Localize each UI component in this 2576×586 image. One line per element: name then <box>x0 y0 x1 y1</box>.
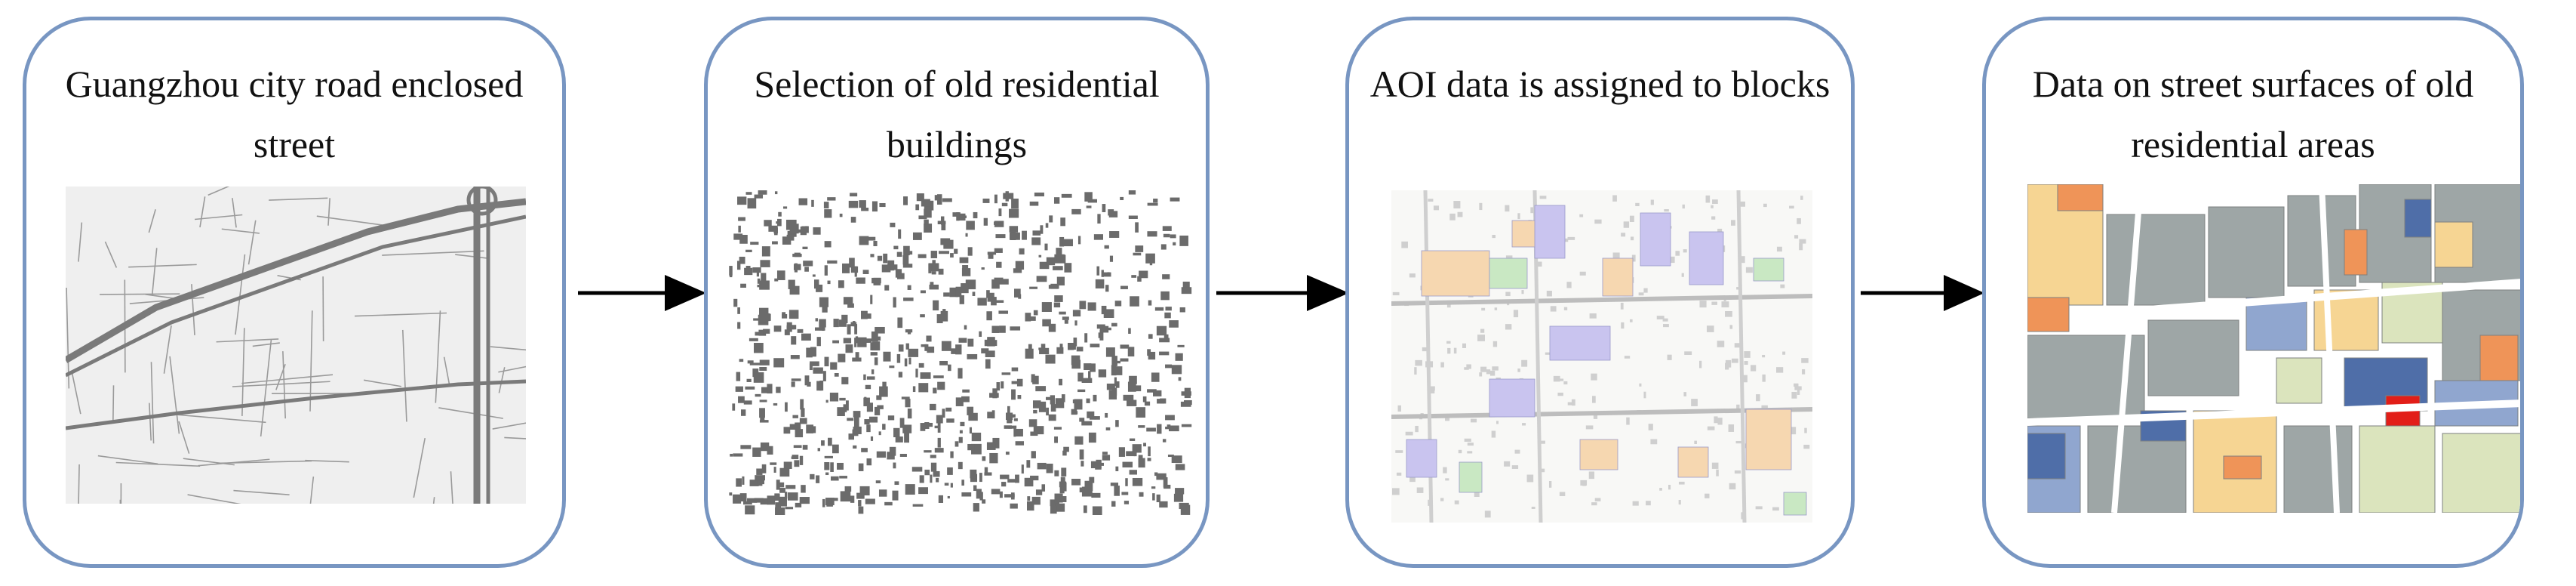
aoi-map-svg <box>1391 190 1812 523</box>
road-network-map-image <box>66 187 526 504</box>
building-footprint-svg <box>729 190 1192 515</box>
street-surface-svg <box>2027 184 2520 513</box>
step-box-street-surfaces: Data on street surfaces of old residenti… <box>1982 17 2524 568</box>
step-title-street-surfaces: Data on street surfaces of old residenti… <box>2032 63 2474 165</box>
building-footprint-map-image <box>729 190 1192 515</box>
step-title-aoi-assignment: AOI data is assigned to blocks <box>1369 63 1831 105</box>
street-surface-map-image <box>2027 184 2520 513</box>
arrow-right-icon <box>1216 270 1349 316</box>
arrow-right-icon <box>578 270 706 316</box>
step-box-aoi-assignment: AOI data is assigned to blocks <box>1345 17 1855 568</box>
step-title-building-selection: Selection of old residential buildings <box>754 63 1160 165</box>
step-box-building-selection: Selection of old residential buildings <box>704 17 1210 568</box>
arrow-right-icon <box>1861 270 1984 316</box>
step-title-road-network: Guangzhou city road enclosed street <box>65 63 524 165</box>
aoi-map-image <box>1391 190 1812 523</box>
step-box-road-network: Guangzhou city road enclosed street <box>23 17 566 568</box>
road-network-svg <box>66 187 526 504</box>
